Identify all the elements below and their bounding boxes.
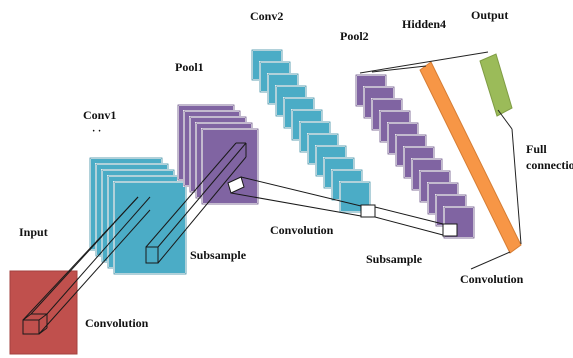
conv2-connection	[227, 176, 458, 237]
conv1-label: Conv1	[83, 108, 116, 122]
convolution-label-3: Convolution	[460, 272, 524, 286]
input-layer	[9, 270, 78, 355]
hidden4-layer	[419, 61, 522, 254]
input-map	[9, 270, 78, 355]
hidden4-label: Hidden4	[402, 17, 446, 31]
full-connection-label-line2: connection	[526, 158, 573, 172]
subsample-label-1: Subsample	[190, 248, 247, 262]
convolution-label-2: Convolution	[270, 223, 334, 237]
output-label: Output	[471, 8, 508, 22]
conv2-feature-map-edge	[339, 181, 371, 213]
conv2-stack	[251, 49, 371, 213]
output-layer	[479, 53, 513, 117]
pool2-label: Pool2	[340, 29, 369, 43]
pool2-feature-map-edge	[443, 206, 475, 239]
pool1-label: Pool1	[175, 60, 204, 74]
input-label: Input	[19, 225, 48, 239]
pool2-stack	[355, 74, 475, 239]
conv1-receptive-cone	[22, 196, 151, 335]
conv2-label: Conv2	[250, 9, 283, 23]
pool1-stack	[177, 104, 259, 205]
conv1-feature-map	[113, 181, 187, 275]
conv1-sub-mark: · ·	[92, 126, 101, 137]
subsample-label-2: Subsample	[366, 252, 423, 266]
pool1-feature-map	[201, 128, 259, 205]
conv1-stack	[89, 157, 187, 275]
pool1-feature-map-edge	[201, 128, 259, 205]
convolution-label-1: Convolution	[85, 316, 149, 330]
full-connection-lines	[359, 51, 522, 270]
full-connection-label-line1: Full	[526, 142, 547, 156]
conv1-feature-map-edge	[113, 181, 187, 275]
pool1-receptive-box	[145, 142, 247, 264]
